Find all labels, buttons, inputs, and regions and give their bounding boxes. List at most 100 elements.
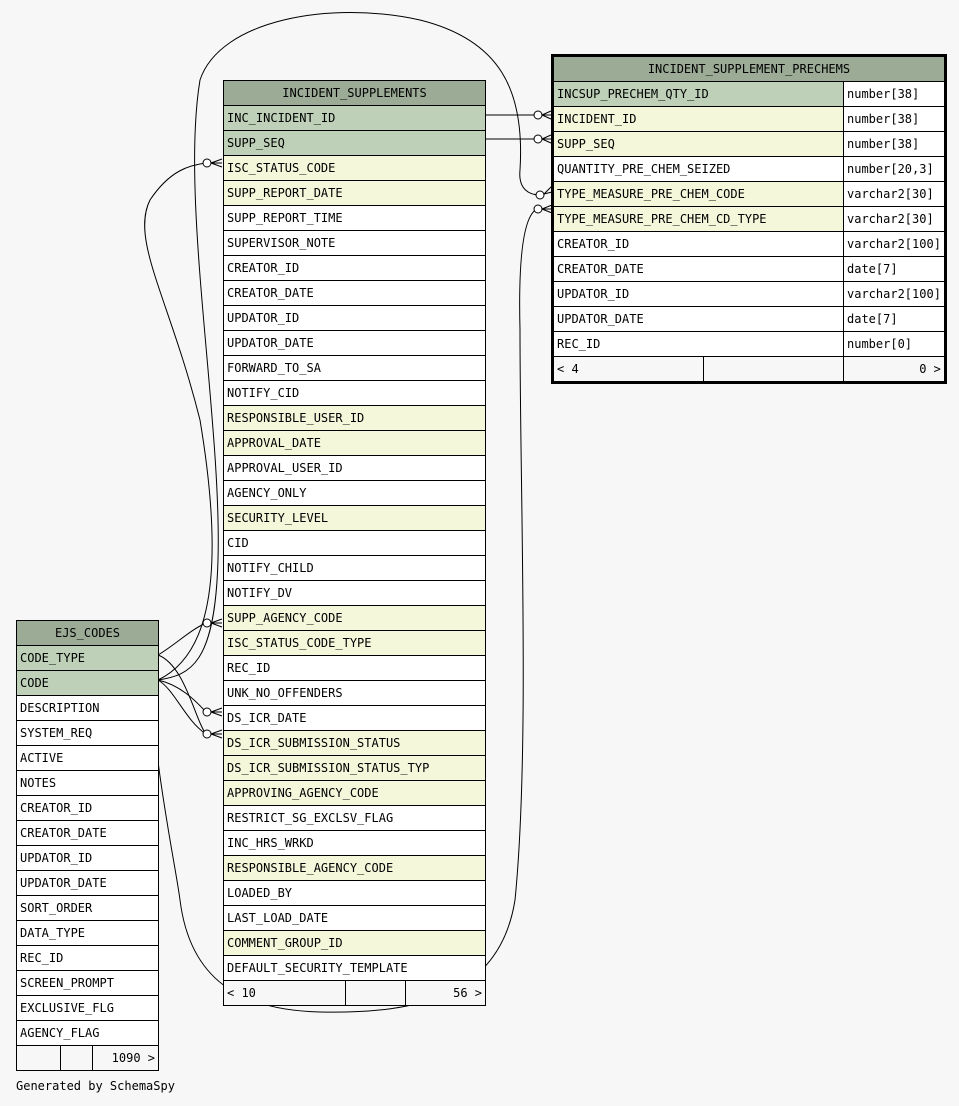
table-row[interactable]: REC_ID [223,655,486,681]
column-type: varchar2[30] [843,206,945,232]
table-row[interactable]: SCREEN_PROMPT [16,970,159,996]
table-row[interactable]: EXCLUSIVE_FLG [16,995,159,1021]
table-incident-supplement-prechems[interactable]: INCIDENT_SUPPLEMENT_PRECHEMS INCSUP_PREC… [551,54,947,384]
table-row[interactable]: ISC_STATUS_CODE_TYPE [223,630,486,656]
table-row[interactable]: REC_ID [16,945,159,971]
table-row[interactable]: RESTRICT_SG_EXCLSV_FLAG [223,805,486,831]
column-name: SUPP_SEQ [223,130,486,156]
column-name: REC_ID [223,655,486,681]
table-row[interactable]: ISC_STATUS_CODE [223,155,486,181]
table-row[interactable]: ACTIVE [16,745,159,771]
column-name: SECURITY_LEVEL [223,505,486,531]
column-name: COMMENT_GROUP_ID [223,930,486,956]
column-name: INC_INCIDENT_ID [223,105,486,131]
table-row[interactable]: AGENCY_ONLY [223,480,486,506]
table-row[interactable]: SYSTEM_REQ [16,720,159,746]
column-name: APPROVING_AGENCY_CODE [223,780,486,806]
column-name: AGENCY_FLAG [16,1020,159,1046]
table-row[interactable]: CREATOR_ID [16,795,159,821]
table-row[interactable]: CID [223,530,486,556]
table-row[interactable]: DS_ICR_SUBMISSION_STATUS_TYP [223,755,486,781]
table-row[interactable]: UPDATOR_DATE [16,870,159,896]
table-row[interactable]: DATA_TYPE [16,920,159,946]
table-row[interactable]: SUPERVISOR_NOTE [223,230,486,256]
table-row[interactable]: CREATOR_DATE [16,820,159,846]
table-row[interactable]: SUPP_REPORT_DATE [223,180,486,206]
footer-right: 56 > [405,980,486,1006]
table-row[interactable]: INC_INCIDENT_ID [223,105,486,131]
table-row[interactable]: DS_ICR_SUBMISSION_STATUS [223,730,486,756]
table-row[interactable]: DEFAULT_SECURITY_TEMPLATE [223,955,486,981]
footer-left [16,1045,61,1071]
table-row[interactable]: INC_HRS_WRKD [223,830,486,856]
table-row[interactable]: LOADED_BY [223,880,486,906]
generated-by-label: Generated by SchemaSpy [16,1079,175,1093]
column-name: REC_ID [553,331,844,357]
table-row[interactable]: CODE [16,670,159,696]
table-row[interactable]: NOTIFY_CHILD [223,555,486,581]
table-row[interactable]: AGENCY_FLAG [16,1020,159,1046]
table-row[interactable]: UPDATOR_ID [223,305,486,331]
column-name: UPDATOR_DATE [223,330,486,356]
column-name: CREATOR_ID [16,795,159,821]
column-name: DS_ICR_DATE [223,705,486,731]
column-type: number[38] [843,81,945,107]
table-row[interactable]: SUPP_REPORT_TIME [223,205,486,231]
column-name: DEFAULT_SECURITY_TEMPLATE [223,955,486,981]
column-name: CODE_TYPE [16,645,159,671]
table-row[interactable]: LAST_LOAD_DATE [223,905,486,931]
table-row[interactable]: RESPONSIBLE_USER_ID [223,405,486,431]
table-row[interactable]: RESPONSIBLE_AGENCY_CODE [223,855,486,881]
table-row[interactable]: NOTIFY_CID [223,380,486,406]
table-row[interactable]: CREATOR_ID [223,255,486,281]
table-row[interactable]: APPROVING_AGENCY_CODE [223,780,486,806]
column-name: DS_ICR_SUBMISSION_STATUS_TYP [223,755,486,781]
column-name: NOTES [16,770,159,796]
table-row[interactable]: APPROVAL_DATE [223,430,486,456]
footer-right: 0 > [843,356,945,382]
column-name: DATA_TYPE [16,920,159,946]
column-name: UPDATOR_DATE [16,870,159,896]
table-row[interactable]: UPDATOR_ID [16,845,159,871]
table-row[interactable]: SUPP_SEQ [223,130,486,156]
table-row[interactable]: SECURITY_LEVEL [223,505,486,531]
column-name: RESTRICT_SG_EXCLSV_FLAG [223,805,486,831]
table-row[interactable]: NOTIFY_DV [223,580,486,606]
table-row[interactable]: DESCRIPTION [16,695,159,721]
column-name: NOTIFY_DV [223,580,486,606]
table-row[interactable]: APPROVAL_USER_ID [223,455,486,481]
table-row[interactable]: UPDATOR_DATE [223,330,486,356]
column-name: SORT_ORDER [16,895,159,921]
table-title: INCIDENT_SUPPLEMENTS [223,80,486,106]
column-name: SUPP_REPORT_DATE [223,180,486,206]
column-name: SUPP_AGENCY_CODE [223,605,486,631]
column-name: CREATOR_ID [553,231,844,257]
table-row[interactable]: CODE_TYPE [16,645,159,671]
table-row[interactable]: SORT_ORDER [16,895,159,921]
column-type: date[7] [843,306,945,332]
table-row[interactable]: NOTES [16,770,159,796]
table-row[interactable]: SUPP_AGENCY_CODE [223,605,486,631]
table-header: INCIDENT_SUPPLEMENT_PRECHEMS [553,56,945,82]
table-row[interactable]: UNK_NO_OFFENDERS [223,680,486,706]
column-name: ISC_STATUS_CODE [223,155,486,181]
table-row[interactable]: CREATOR_DATE [223,280,486,306]
table-row[interactable]: FORWARD_TO_SA [223,355,486,381]
column-type: number[38] [843,106,945,132]
table-row[interactable]: DS_ICR_DATE [223,705,486,731]
table-row[interactable]: COMMENT_GROUP_ID [223,930,486,956]
